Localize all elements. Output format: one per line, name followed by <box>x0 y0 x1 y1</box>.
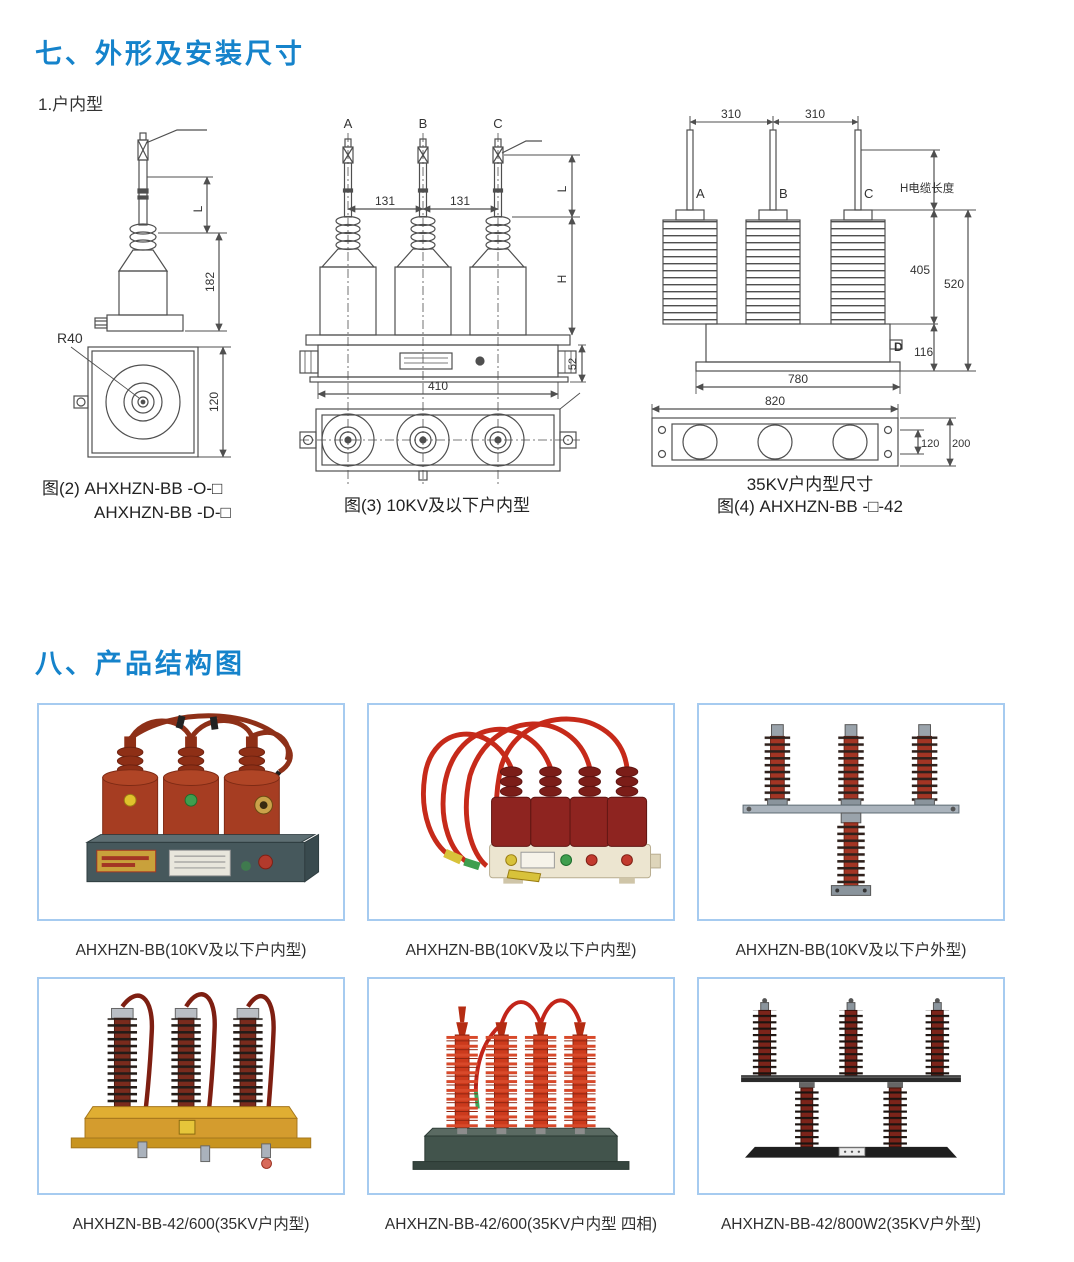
fig4-label-d: D <box>894 340 903 354</box>
fig4-dim-120: 120 <box>921 438 939 450</box>
product-card-4 <box>37 977 345 1195</box>
fig4-drawing: 310 310 A B C H电缆长度 405 520 D 116 780 82… <box>651 107 976 467</box>
fig3-label-c: C <box>493 116 502 131</box>
fig2-caption-line1: 图(2) AHXHZN-BB -O-□ <box>42 479 223 498</box>
product-caption-3: AHXHZN-BB(10KV及以下户外型) <box>735 942 967 959</box>
product-photo-5 <box>412 998 630 1170</box>
product-caption-5: AHXHZN-BB-42/600(35KV户内型 四相) <box>384 1216 658 1233</box>
product-photo-1 <box>85 713 320 883</box>
fig3-dim-L: L <box>555 185 569 192</box>
product-photo-4 <box>70 992 312 1169</box>
product-photo-3 <box>742 724 960 896</box>
product-card-6 <box>697 977 1005 1195</box>
fig4-dim-780: 780 <box>788 372 808 386</box>
section7-subtitle: 1.户内型 <box>38 95 104 114</box>
fig4-caption: 35KV户内型尺寸 图(4) AHXHZN-BB -□-42 <box>655 474 965 518</box>
fig3-dim-131a: 131 <box>375 194 395 208</box>
fig4-dim-200: 200 <box>952 438 970 450</box>
fig4-dim-310b: 310 <box>805 107 825 121</box>
fig2-caption: 图(2) AHXHZN-BB -O-□ AHXHZN-BB -D-□ <box>42 477 231 525</box>
fig4-dim-820: 820 <box>765 394 785 408</box>
fig4-dim-405: 405 <box>910 263 930 277</box>
fig4-label-c: C <box>864 186 873 201</box>
fig4-dim-310a: 310 <box>721 107 741 121</box>
product-caption-6: AHXHZN-BB-42/800W2(35KV户外型) <box>720 1216 982 1233</box>
section7-title: 七、外形及安装尺寸 <box>35 39 305 69</box>
fig2-dim-120: 120 <box>207 392 221 412</box>
fig2-drawing: L 182 R40 120 <box>57 129 231 458</box>
fig2-dim-182: 182 <box>203 272 217 292</box>
product-card-2 <box>367 703 675 921</box>
fig3-label-b: B <box>419 116 428 131</box>
fig3-dim-H: H <box>555 275 569 284</box>
product-photo-6 <box>741 998 961 1158</box>
fig3-dim-131b: 131 <box>450 194 470 208</box>
product-caption-2: AHXHZN-BB(10KV及以下户内型) <box>405 942 637 959</box>
fig3-dim-410: 410 <box>428 379 448 393</box>
product-card-1 <box>37 703 345 921</box>
fig3-caption: 图(3) 10KV及以下户内型 <box>343 496 531 515</box>
product-card-3 <box>697 703 1005 921</box>
fig3-drawing: A B C 131 131 L H 52 410 <box>299 116 586 487</box>
section8-title: 八、产品结构图 <box>35 649 245 679</box>
fig3-dim-52: 52 <box>567 358 579 370</box>
fig4-caption-line2: 图(4) AHXHZN-BB -□-42 <box>717 497 903 516</box>
fig4-dim-116: 116 <box>914 345 933 359</box>
fig4-dim-520: 520 <box>944 277 964 291</box>
product-caption-4: AHXHZN-BB-42/600(35KV户内型) <box>72 1216 310 1233</box>
product-card-5 <box>367 977 675 1195</box>
fig4-caption-line1: 35KV户内型尺寸 <box>746 475 874 494</box>
fig2-caption-line2: AHXHZN-BB -D-□ <box>94 503 231 522</box>
product-photo-2 <box>421 716 661 884</box>
fig4-dim-cable: H电缆长度 <box>900 181 955 195</box>
fig2-dim-L: L <box>191 205 205 212</box>
fig3-label-a: A <box>344 116 353 131</box>
fig4-label-a: A <box>696 186 705 201</box>
fig2-dim-R40: R40 <box>57 330 83 346</box>
product-caption-1: AHXHZN-BB(10KV及以下户内型) <box>75 942 307 959</box>
fig4-label-b: B <box>779 186 788 201</box>
